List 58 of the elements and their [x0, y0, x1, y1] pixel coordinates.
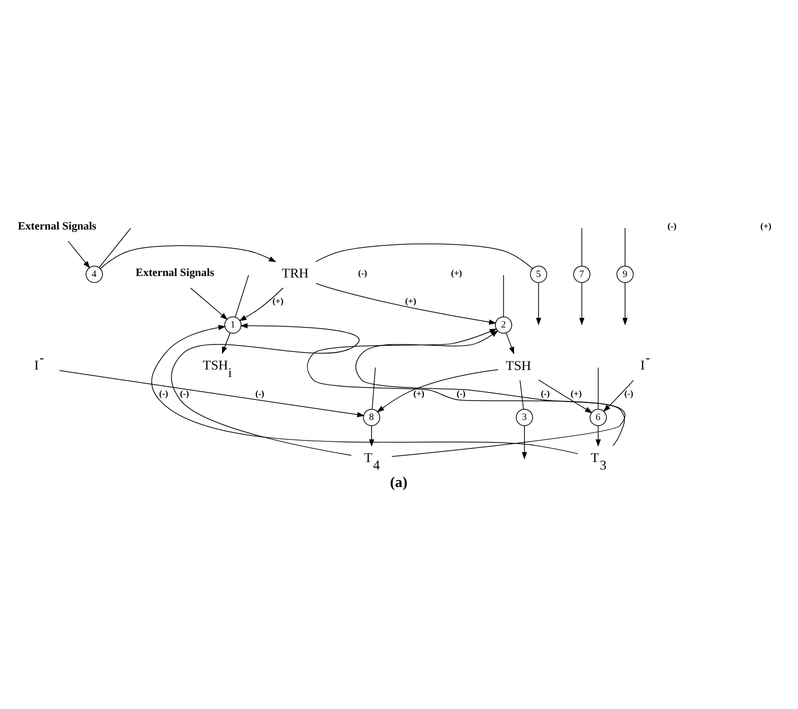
caption: (a) [390, 474, 408, 491]
node-circle: 2 [494, 316, 512, 334]
connector [98, 228, 132, 268]
label: (+) [450, 268, 462, 278]
arrow [579, 282, 584, 326]
arrow [368, 426, 374, 447]
arrow [376, 369, 499, 412]
node-circle: 5 [530, 266, 548, 283]
node-circle: 3 [516, 408, 533, 426]
connector [598, 367, 599, 410]
node-text: External Signals [136, 267, 214, 280]
arrow [171, 323, 360, 456]
label: (-) [358, 268, 368, 278]
arrow [538, 380, 592, 414]
edge-label: (+) [413, 388, 424, 398]
arrow [356, 330, 626, 457]
node-circle: 1 [224, 316, 242, 334]
arrow [68, 240, 90, 268]
arrow [536, 282, 542, 326]
connector [372, 367, 376, 410]
arrow [506, 332, 514, 354]
label: (+) [760, 220, 772, 231]
arrow [238, 288, 284, 322]
arrow [59, 370, 365, 418]
edge-label: (-) [180, 388, 189, 398]
arrow [316, 283, 497, 325]
connector [503, 274, 504, 318]
arrow [151, 324, 578, 454]
edge-label: (+) [272, 296, 284, 306]
connector [234, 274, 249, 318]
node-circle: 6 [590, 408, 607, 426]
arrow [603, 380, 634, 412]
node-circle: 4 [86, 266, 103, 283]
arrow [222, 332, 231, 354]
connector [624, 228, 626, 266]
edge-label: (+) [570, 388, 582, 398]
arrow [100, 245, 276, 269]
edge-label: (-) [255, 388, 264, 398]
edge-label: (-) [456, 388, 466, 398]
arrow [622, 282, 628, 326]
connector [581, 228, 582, 266]
node-text: TSH [506, 358, 532, 374]
edge-label: (-) [159, 388, 168, 398]
node-text: TRH [282, 266, 309, 281]
node-text: External Signals [18, 220, 96, 232]
arrow [307, 328, 625, 446]
label: (-) [668, 220, 676, 231]
connector [520, 380, 524, 410]
connector [315, 244, 533, 269]
edge-label: (+) [405, 296, 416, 306]
node-circle: 9 [616, 266, 634, 283]
edge-label: (-) [624, 388, 634, 398]
edge-label: (-) [540, 388, 550, 398]
arrow [190, 288, 228, 320]
node-circle: 7 [573, 266, 590, 283]
arrow [596, 426, 601, 447]
node-circle: 8 [363, 408, 380, 426]
arrow [522, 426, 528, 460]
